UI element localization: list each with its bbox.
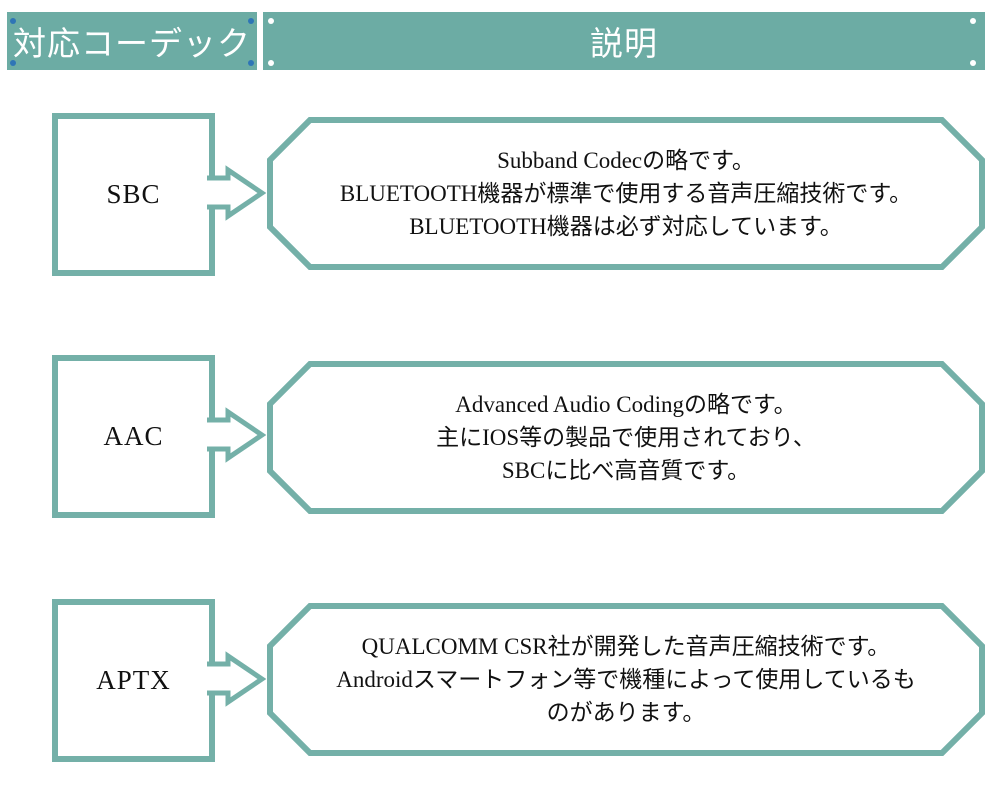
codec-box[interactable]: SBC — [52, 113, 215, 276]
description-text: Advanced Audio Codingの略です。 主にIOS等の製品で使用さ… — [436, 392, 816, 483]
selection-handle-icon[interactable] — [10, 18, 16, 24]
description-text: Subband Codecの略です。 BLUETOOTH機器が標準で使用する音声… — [339, 148, 913, 239]
selection-handle-icon[interactable] — [268, 60, 274, 66]
right-arrow-icon[interactable] — [206, 162, 266, 226]
selection-handle-icon[interactable] — [970, 18, 976, 24]
header-description-column[interactable]: 説明 — [263, 12, 985, 70]
octagon-outline — [267, 117, 985, 270]
header-codec-column[interactable]: 対応コーデック — [7, 12, 257, 70]
codec-label: AAC — [103, 421, 164, 451]
description-box[interactable]: QUALCOMM CSR社が開発した音声圧縮技術です。 Androidスマートフ… — [267, 603, 985, 756]
description-text: QUALCOMM CSR社が開発した音声圧縮技術です。 Androidスマートフ… — [336, 634, 916, 725]
codec-label: SBC — [106, 179, 161, 209]
codec-box[interactable]: AAC — [52, 355, 215, 518]
description-box[interactable]: Subband Codecの略です。 BLUETOOTH機器が標準で使用する音声… — [267, 117, 985, 270]
selection-handle-icon[interactable] — [10, 60, 16, 66]
header-codec-label: 対応コーデック — [13, 25, 251, 62]
codec-label: APTX — [96, 665, 171, 695]
selection-handle-icon[interactable] — [248, 60, 254, 66]
right-arrow-icon[interactable] — [206, 648, 266, 712]
selection-handle-icon[interactable] — [268, 18, 274, 24]
octagon-outline — [267, 603, 985, 756]
header-description-label: 説明 — [590, 25, 658, 62]
right-arrow-icon[interactable] — [206, 404, 266, 468]
selection-handle-icon[interactable] — [970, 60, 976, 66]
octagon-outline — [267, 361, 985, 514]
codec-box[interactable]: APTX — [52, 599, 215, 762]
description-box[interactable]: Advanced Audio Codingの略です。 主にIOS等の製品で使用さ… — [267, 361, 985, 514]
selection-handle-icon[interactable] — [248, 18, 254, 24]
